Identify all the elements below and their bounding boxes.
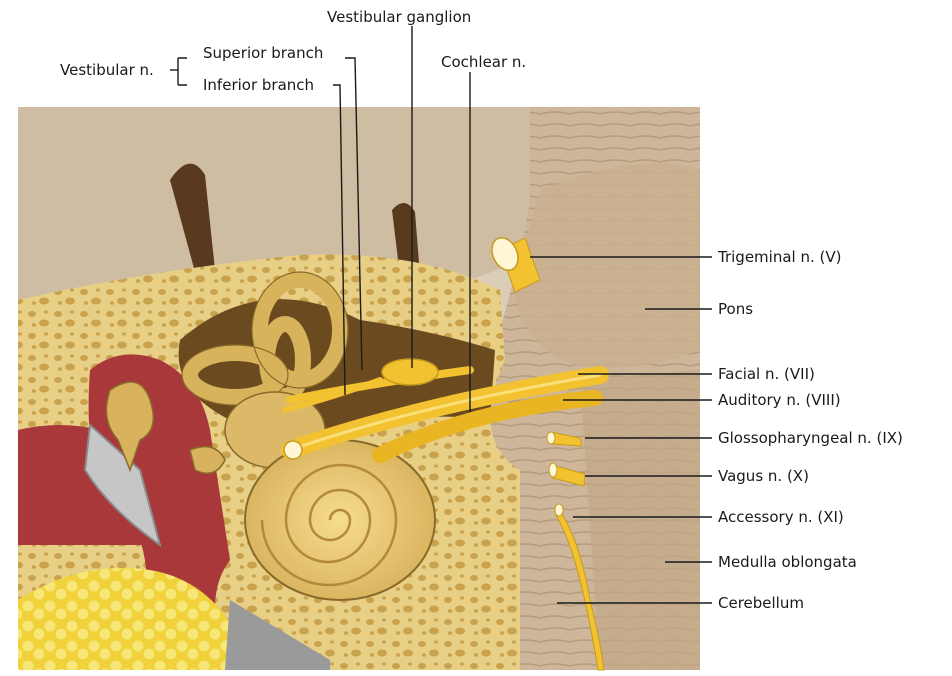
label-medulla-oblongata: Medulla oblongata bbox=[718, 553, 857, 571]
medulla-columns bbox=[580, 370, 700, 670]
pons-bulge bbox=[515, 163, 700, 368]
label-vestibular-ganglion: Vestibular ganglion bbox=[327, 8, 471, 26]
cochlea bbox=[245, 440, 435, 600]
label-auditory-nerve: Auditory n. (VIII) bbox=[718, 391, 841, 409]
label-accessory-nerve: Accessory n. (XI) bbox=[718, 508, 844, 526]
label-cochlear-nerve: Cochlear n. bbox=[441, 53, 526, 71]
label-vestibular-nerve: Vestibular n. bbox=[60, 61, 154, 79]
label-cerebellum: Cerebellum bbox=[718, 594, 804, 612]
label-trigeminal-nerve: Trigeminal n. (V) bbox=[718, 248, 841, 266]
label-glossopharyngeal-nerve: Glossopharyngeal n. (IX) bbox=[718, 429, 903, 447]
label-facial-nerve: Facial n. (VII) bbox=[718, 365, 815, 383]
label-vagus-nerve: Vagus n. (X) bbox=[718, 467, 809, 485]
label-pons: Pons bbox=[718, 300, 753, 318]
label-superior-branch: Superior branch bbox=[203, 44, 323, 62]
nerve-stump-cochlear bbox=[284, 441, 302, 459]
label-inferior-branch: Inferior branch bbox=[203, 76, 314, 94]
